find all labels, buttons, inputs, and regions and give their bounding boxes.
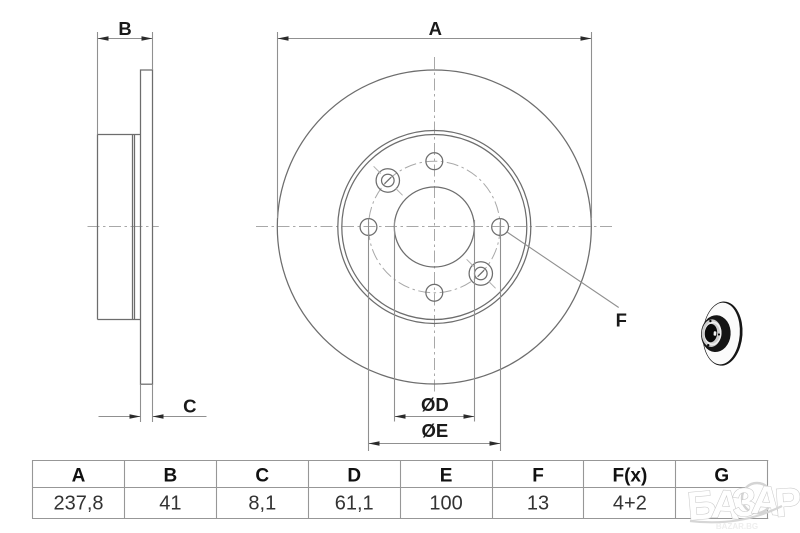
svg-text:F(x): F(x) bbox=[612, 465, 647, 486]
svg-text:13: 13 bbox=[527, 493, 549, 515]
svg-text:E: E bbox=[440, 465, 453, 486]
svg-text:A: A bbox=[72, 465, 86, 486]
svg-text:100: 100 bbox=[429, 493, 462, 515]
svg-text:Р: Р bbox=[773, 480, 800, 526]
svg-text:G: G bbox=[714, 465, 729, 486]
svg-text:4+2: 4+2 bbox=[613, 493, 647, 515]
svg-text:41: 41 bbox=[159, 493, 181, 515]
svg-text:61,1: 61,1 bbox=[335, 493, 374, 515]
svg-text:B: B bbox=[164, 465, 178, 486]
svg-text:237,8: 237,8 bbox=[53, 493, 103, 515]
svg-text:8,1: 8,1 bbox=[248, 493, 276, 515]
svg-text:ØE: ØE bbox=[422, 420, 449, 441]
svg-text:D: D bbox=[347, 465, 361, 486]
svg-text:F: F bbox=[616, 309, 627, 330]
svg-text:B: B bbox=[118, 18, 131, 39]
svg-text:F: F bbox=[532, 465, 544, 486]
svg-text:ØD: ØD bbox=[421, 394, 449, 415]
svg-text:BAZAR.BG: BAZAR.BG bbox=[716, 522, 758, 531]
svg-text:C: C bbox=[255, 465, 269, 486]
svg-text:A: A bbox=[429, 18, 442, 39]
svg-text:C: C bbox=[183, 396, 196, 417]
